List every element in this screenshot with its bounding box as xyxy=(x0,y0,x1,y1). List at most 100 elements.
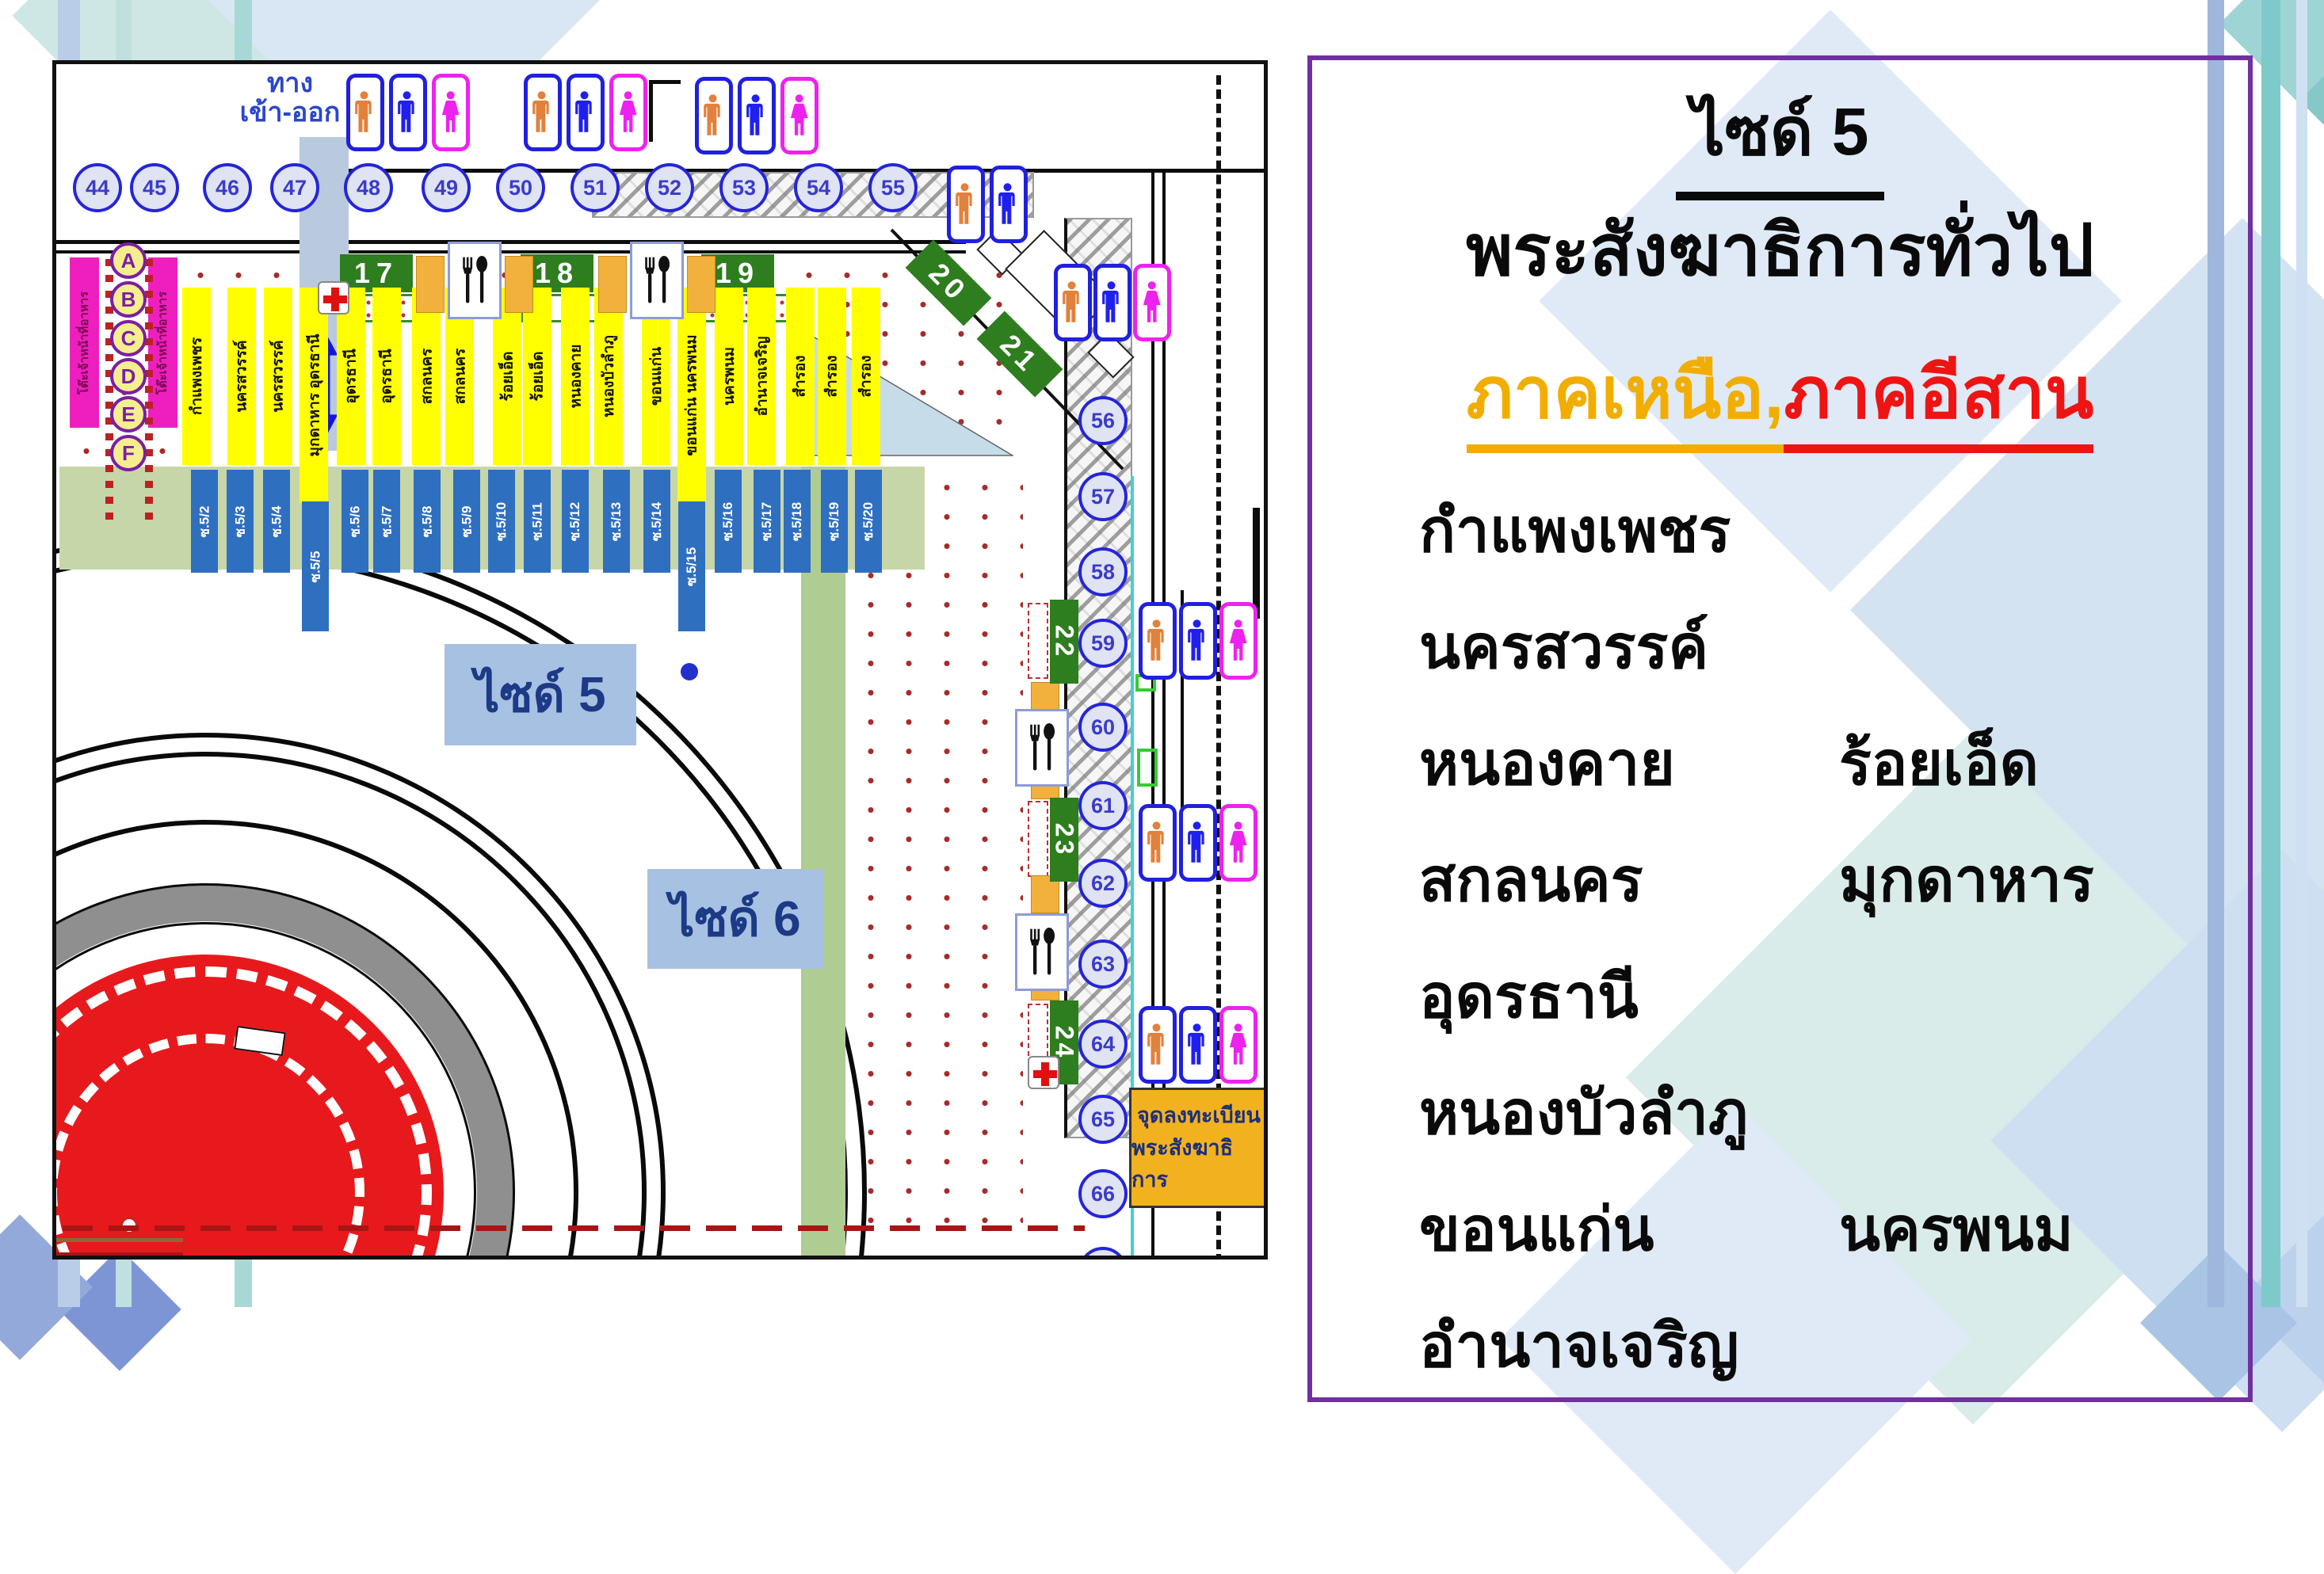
woman-icon xyxy=(1230,1023,1247,1065)
province-row: นครสวรรค์ xyxy=(1419,589,2227,705)
restroom-men-sign xyxy=(346,74,384,151)
man-icon xyxy=(1188,1023,1204,1065)
soi-tag-label: ซ.5/14 xyxy=(649,501,665,541)
restroom-men-sign xyxy=(1179,1006,1217,1084)
restroom-men-sign xyxy=(1054,264,1092,341)
bg-stripe xyxy=(2208,0,2224,1307)
province-row: อุดรธานี xyxy=(1419,938,2227,1054)
gate-22: 22 xyxy=(1050,600,1079,684)
corridor-table xyxy=(1028,603,1048,679)
booth-strip-label: อุดรธานี xyxy=(379,349,395,404)
man-icon xyxy=(704,94,720,136)
booth-number-circle: 57 xyxy=(1078,472,1128,521)
province-row: สกลนคร มุกดาหาร xyxy=(1419,821,2227,938)
province-name: อำนาจเจริญ xyxy=(1419,1312,1739,1380)
province-name: สกลนคร xyxy=(1419,846,1643,914)
booth-number-circle: 52 xyxy=(645,163,694,212)
red-road-line xyxy=(56,1252,183,1256)
soi-tag-label: ซ.5/8 xyxy=(419,505,435,537)
bg-stripe xyxy=(2261,0,2280,1307)
woman-icon xyxy=(1230,619,1247,661)
booth-strip-label: ร้อยเอ็ด xyxy=(529,351,546,402)
province-name: นครพนม xyxy=(1839,1195,2074,1263)
booth-strip: นครสวรรค์ xyxy=(227,288,256,465)
soi-tag-label: ซ.5/17 xyxy=(759,501,775,541)
booth-number-circle: 49 xyxy=(422,163,471,212)
restroom-women-sign xyxy=(1219,804,1257,882)
soi-tag-label: ซ.5/13 xyxy=(609,501,624,541)
man-icon xyxy=(575,91,592,133)
booth-number-circle: 50 xyxy=(496,163,545,212)
soi-tag-label: ซ.5/9 xyxy=(459,505,475,537)
corridor-cyan-line xyxy=(1131,476,1134,1256)
man-icon xyxy=(398,91,414,133)
soi-tag: ซ.5/16 xyxy=(715,470,742,573)
province-name: หนองคาย xyxy=(1419,730,1675,798)
booth-strip: นครสวรรค์ xyxy=(264,288,292,465)
vendor-stall xyxy=(687,256,716,313)
soi-tag-label: ซ.5/11 xyxy=(529,501,545,541)
restroom-women-sign xyxy=(1219,1006,1257,1084)
registration-box: จุดลงทะเบียน พระสังฆาธิการ xyxy=(1129,1088,1264,1208)
soi-tag-label: ซ.5/2 xyxy=(197,505,212,537)
soi-tag: ซ.5/15 xyxy=(678,501,705,631)
food-stall xyxy=(1015,913,1069,991)
booth-strip-label: หนองบัวลำภู xyxy=(601,335,617,417)
soi-tag-label: ซ.5/20 xyxy=(861,501,876,541)
province-name: หนองบัวลำภู xyxy=(1419,1079,1749,1147)
province-name: มุกดาหาร xyxy=(1839,846,2094,914)
soi-tag: ซ.5/18 xyxy=(784,470,811,573)
man-icon xyxy=(355,91,372,133)
zone6-label-text: ไซด์ 6 xyxy=(670,892,801,947)
man-icon xyxy=(746,94,763,136)
man-icon xyxy=(998,183,1015,225)
soi-tag: ซ.5/17 xyxy=(754,470,780,573)
soi-tag: ซ.5/7 xyxy=(373,470,400,573)
man-icon xyxy=(1188,821,1204,863)
fork-spoon-icon xyxy=(463,256,488,303)
restroom-women-sign xyxy=(1133,264,1171,341)
zone5-label: ไซด์ 5 xyxy=(445,644,636,745)
soi-tag-label: ซ.5/15 xyxy=(684,547,700,586)
woman-icon xyxy=(791,94,808,136)
booth-number-circle: 58 xyxy=(1078,547,1128,596)
restroom-women-sign xyxy=(1219,602,1257,680)
booth-strip: อุดรธานี xyxy=(372,288,401,465)
booth-number-circle: 65 xyxy=(1078,1095,1128,1144)
desk-divider xyxy=(145,259,153,522)
gate-label: 23 xyxy=(1050,822,1079,857)
restroom-men-sign xyxy=(1139,1006,1177,1084)
soi-tag: ซ.5/5 xyxy=(302,501,329,631)
soi-tag: ซ.5/14 xyxy=(643,470,670,573)
soi-tag: ซ.5/13 xyxy=(603,470,630,573)
soi-tag: ซ.5/6 xyxy=(342,470,368,573)
restroom-men-sign xyxy=(947,166,985,243)
first-aid-icon xyxy=(318,281,349,314)
entrance-label: ทาง เข้า-ออก xyxy=(223,68,357,128)
booth-strip-label: นครพนม xyxy=(721,347,738,406)
booth-number-circle: 54 xyxy=(794,163,843,212)
row-letter-circle: B xyxy=(110,281,147,318)
booth-strip-label: อำนาจเจริญ xyxy=(754,336,770,417)
soi-tag: ซ.5/12 xyxy=(562,470,589,573)
booth-number-circle: 61 xyxy=(1078,781,1128,830)
booth-number-circle: 55 xyxy=(868,163,918,212)
soi-tag: ซ.5/11 xyxy=(524,470,551,573)
staff-desk-label: โต๊ะเจ้าหน้าที่อาหาร xyxy=(78,291,92,394)
province-row: กำแพงเพชร xyxy=(1419,472,2227,589)
booth-number-circle: 63 xyxy=(1078,939,1128,989)
booth-strip-label: มุกดาหาร อุดรธานี xyxy=(306,333,322,457)
wall-stub xyxy=(1181,590,1184,820)
fork-spoon-icon xyxy=(1030,723,1055,771)
entrance-label-line1: ทาง xyxy=(266,68,314,98)
staff-desk-label: โต๊ะเจ้าหน้าที่อาหาร xyxy=(156,291,170,394)
soi-tag: ซ.5/20 xyxy=(855,470,882,573)
gate-label: 24 xyxy=(1050,1025,1079,1060)
restroom-men-sign xyxy=(389,74,427,151)
red-dashed-road xyxy=(63,1225,1085,1231)
soi-tag-label: ซ.5/4 xyxy=(269,505,284,537)
soi-tag: ซ.5/8 xyxy=(414,470,441,573)
booth-strip-label: นครสวรรค์ xyxy=(270,340,288,413)
booth-number-circle: 56 xyxy=(1078,396,1128,445)
booth-strip-label: อุดรธานี xyxy=(343,349,360,404)
